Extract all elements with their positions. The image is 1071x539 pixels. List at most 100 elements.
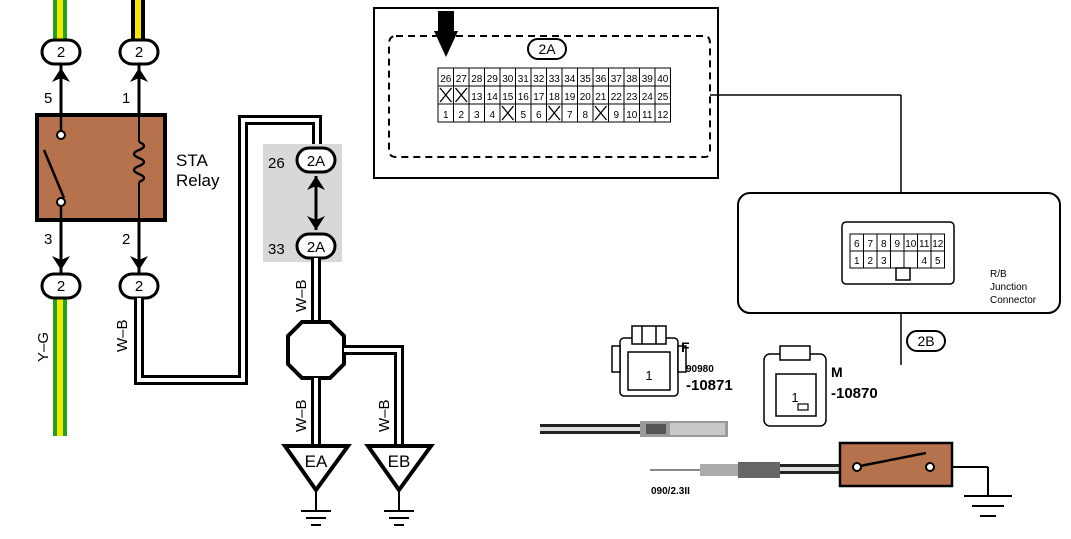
- relay-pin-2: 2: [122, 231, 130, 248]
- pin-number: 10: [905, 239, 917, 250]
- pin-number: 33: [549, 74, 561, 85]
- svg-text:2: 2: [57, 44, 65, 61]
- pin-number: 11: [919, 239, 930, 250]
- pin-cell: [890, 250, 905, 269]
- pin-cell: 33: [546, 67, 563, 87]
- pin-number: 1: [854, 256, 860, 267]
- joint-pin-33: 33: [268, 241, 285, 258]
- pin-cell: 39: [639, 67, 656, 87]
- top-right-wire: [131, 0, 145, 42]
- pin-cell: 10: [903, 233, 918, 252]
- pin-cell: 28: [468, 67, 485, 87]
- pin-number: 28: [471, 74, 483, 85]
- pin-number: 36: [595, 74, 607, 85]
- switch-ground: [952, 466, 1012, 517]
- svg-text:2A: 2A: [307, 153, 325, 170]
- pin-number: 30: [502, 74, 514, 85]
- relay-name-line1: STA: [176, 151, 208, 170]
- pin-cell-unused: [546, 103, 563, 123]
- pin-number: 15: [502, 92, 514, 103]
- relay-pin-5: 5: [44, 90, 52, 107]
- pin-number: 40: [657, 74, 669, 85]
- pin-number: 10: [626, 110, 638, 121]
- wire-label-wb-mid: W–B: [293, 279, 310, 312]
- pin-number: 7: [567, 110, 573, 121]
- ground-ea: EA: [281, 444, 352, 526]
- pin-number: 38: [626, 74, 638, 85]
- svg-text:2A: 2A: [307, 239, 325, 256]
- pin-number: 9: [613, 110, 619, 121]
- terminal-note: 090/2.3II: [651, 486, 690, 497]
- pin-cell: 20: [577, 85, 594, 105]
- pin-cell-unused: [453, 85, 470, 105]
- male-connector-icon: 1: [763, 345, 827, 427]
- pin-cell: 31: [515, 67, 532, 87]
- bottom-left-wire: [53, 298, 67, 436]
- pin-cell: 29: [484, 67, 501, 87]
- pin-number: 39: [642, 74, 654, 85]
- pin-number: 27: [456, 74, 468, 85]
- pin-cell-unused: [499, 103, 516, 123]
- pin-cell: 12: [654, 103, 671, 123]
- svg-text:1: 1: [645, 368, 652, 383]
- svg-text:2: 2: [135, 44, 143, 61]
- sta-relay: [35, 113, 167, 222]
- junction-caption-line3: Connector: [990, 295, 1037, 306]
- pin-number: 34: [564, 74, 576, 85]
- pin-number: 12: [657, 110, 669, 121]
- male-terminal-cable: [650, 462, 840, 478]
- pin-cell: [903, 250, 918, 269]
- pin-cell: 12: [930, 233, 945, 252]
- pin-number: 13: [471, 92, 483, 103]
- pin-number: 35: [580, 74, 592, 85]
- pin-cell: 9: [608, 103, 625, 123]
- svg-text:2: 2: [135, 278, 143, 295]
- female-part-line2: -10871: [686, 377, 733, 394]
- splice-octagon: [286, 320, 346, 380]
- pin-cell: 27: [453, 67, 470, 87]
- male-connector-letter: M: [831, 364, 843, 380]
- svg-text:2B: 2B: [917, 333, 934, 349]
- joint-connector-top: 2A: [295, 146, 337, 174]
- svg-text:2A: 2A: [538, 41, 556, 57]
- pin-cell: 35: [577, 67, 594, 87]
- pin-cell: 22: [608, 85, 625, 105]
- wire-label-wb-relay: W–B: [114, 319, 131, 352]
- female-part-line1: 90980: [686, 364, 714, 375]
- pin-number: 12: [932, 239, 944, 250]
- pin-number: 7: [867, 239, 873, 250]
- pin-number: 29: [487, 74, 499, 85]
- pin-number: 37: [611, 74, 623, 85]
- pin-cell: 25: [654, 85, 671, 105]
- connector-2b-tag: 2B: [906, 330, 946, 352]
- pin-number: 16: [518, 92, 530, 103]
- pin-number: 17: [533, 92, 545, 103]
- pin-cell: 38: [623, 67, 640, 87]
- pin-cell: 4: [484, 103, 501, 123]
- pin-cell: 14: [484, 85, 501, 105]
- pin-cell: 7: [863, 233, 878, 252]
- pin-cell: 5: [515, 103, 532, 123]
- pin-number: 5: [520, 110, 526, 121]
- female-connector-letter: F: [681, 339, 690, 355]
- pin-number: 23: [626, 92, 638, 103]
- junction-caption-line2: Junction: [990, 282, 1027, 293]
- svg-text:2: 2: [57, 278, 65, 295]
- svg-text:1: 1: [791, 390, 798, 405]
- pin-cell: 24: [639, 85, 656, 105]
- pin-cell: 16: [515, 85, 532, 105]
- pin-cell-unused: [592, 103, 609, 123]
- pin-number: 3: [881, 256, 887, 267]
- pin-number: 6: [536, 110, 542, 121]
- pin-cell: 19: [561, 85, 578, 105]
- svg-text:EA: EA: [305, 452, 328, 471]
- pin-cell: 13: [468, 85, 485, 105]
- pin-cell: 10: [623, 103, 640, 123]
- wire-label-wb-eb: W–B: [376, 399, 393, 432]
- joint-pin-26: 26: [268, 155, 285, 172]
- relay-connector-top-left: 2: [40, 38, 82, 66]
- pin-cell: 7: [561, 103, 578, 123]
- pin-number: 22: [611, 92, 623, 103]
- pin-number: 31: [518, 74, 530, 85]
